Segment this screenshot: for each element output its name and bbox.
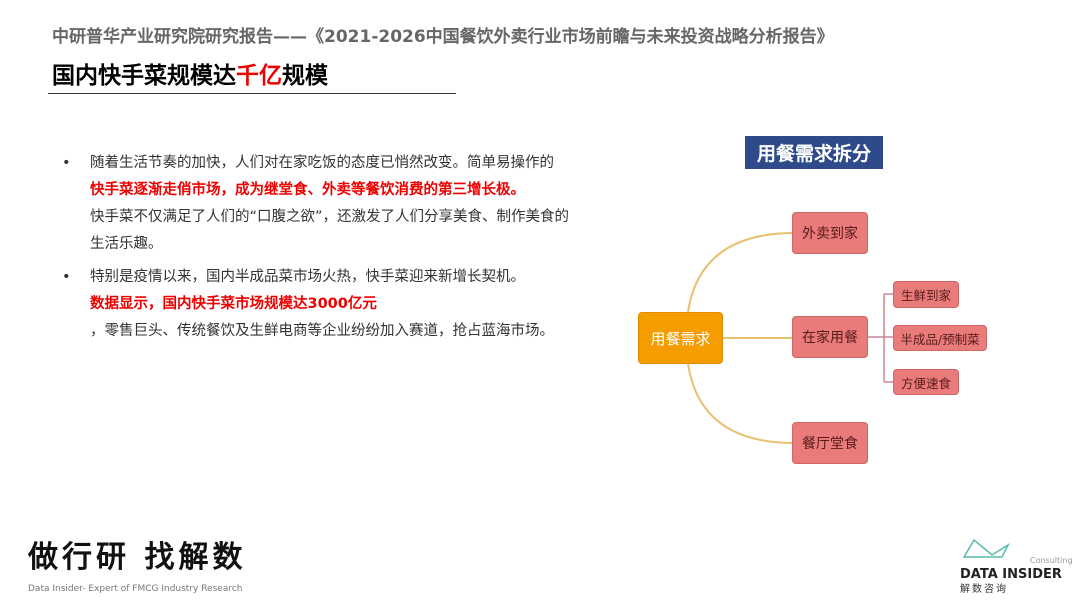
bullet-highlight: 快手菜逐渐走俏市场，成为继堂食、外卖等餐饮消费的第三增长极。	[90, 182, 525, 198]
footer-slogan-sub: Data Insider- Expert of FMCG Industry Re…	[28, 584, 243, 594]
report-header: 中研普华产业研究院研究报告——《2021-2026中国餐饮外卖行业市场前瞻与未来…	[52, 27, 834, 47]
diagram-title: 用餐需求拆分	[745, 136, 883, 169]
branch-node-delivery: 外卖到家	[792, 212, 868, 254]
bullet-dot: •	[62, 155, 71, 171]
bullet-dot: •	[62, 269, 71, 285]
bullet-text: 随着生活节奏的加快，人们对在家吃饭的态度已悄然改变。简单易操作的	[90, 155, 554, 171]
title-underline	[48, 93, 456, 94]
bullet-list: • 随着生活节奏的加快，人们对在家吃饭的态度已悄然改变。简单易操作的快手菜逐渐走俏…	[62, 150, 572, 351]
logo-cn: 解数咨询	[960, 584, 1008, 595]
bullet-item: • 随着生活节奏的加快，人们对在家吃饭的态度已悄然改变。简单易操作的快手菜逐渐走俏…	[62, 150, 572, 258]
title-prefix: 国内快手菜规模达	[52, 63, 236, 89]
bullet-text: 特别是疫情以来，国内半成品菜市场火热，快手菜迎来新增长契机。	[90, 269, 525, 285]
bullet-text: 快手菜不仅满足了人们的“口腹之欲”，还激发了人们分享美食、制作美食的生活乐趣。	[90, 209, 570, 252]
bullet-highlight: 数据显示，国内快手菜市场规模达3000亿元	[90, 296, 377, 312]
sub-node-prepared: 半成品/预制菜	[893, 325, 987, 351]
diagram-center-node: 用餐需求	[638, 312, 723, 364]
logo-mark-icon	[962, 538, 1010, 558]
title-suffix: 规模	[282, 63, 328, 89]
sub-node-instant: 方便速食	[893, 369, 959, 395]
bullet-item: • 特别是疫情以来，国内半成品菜市场火热，快手菜迎来新增长契机。数据显示，国内快手…	[62, 264, 572, 345]
logo-consulting: Consulting	[1030, 556, 1073, 565]
sub-node-fresh: 生鲜到家	[893, 281, 959, 308]
logo-text: DATA INSIDER	[960, 567, 1062, 582]
branch-node-home: 在家用餐	[792, 316, 868, 358]
branch-node-restaurant: 餐厅堂食	[792, 422, 868, 464]
bullet-text: ，零售巨头、传统餐饮及生鲜电商等企业纷纷加入赛道，抢占蓝海市场。	[90, 323, 554, 339]
title-highlight: 千亿	[236, 63, 282, 89]
page-title: 国内快手菜规模达千亿规模	[52, 56, 328, 90]
footer-slogan: 做行研 找解数	[28, 540, 247, 575]
